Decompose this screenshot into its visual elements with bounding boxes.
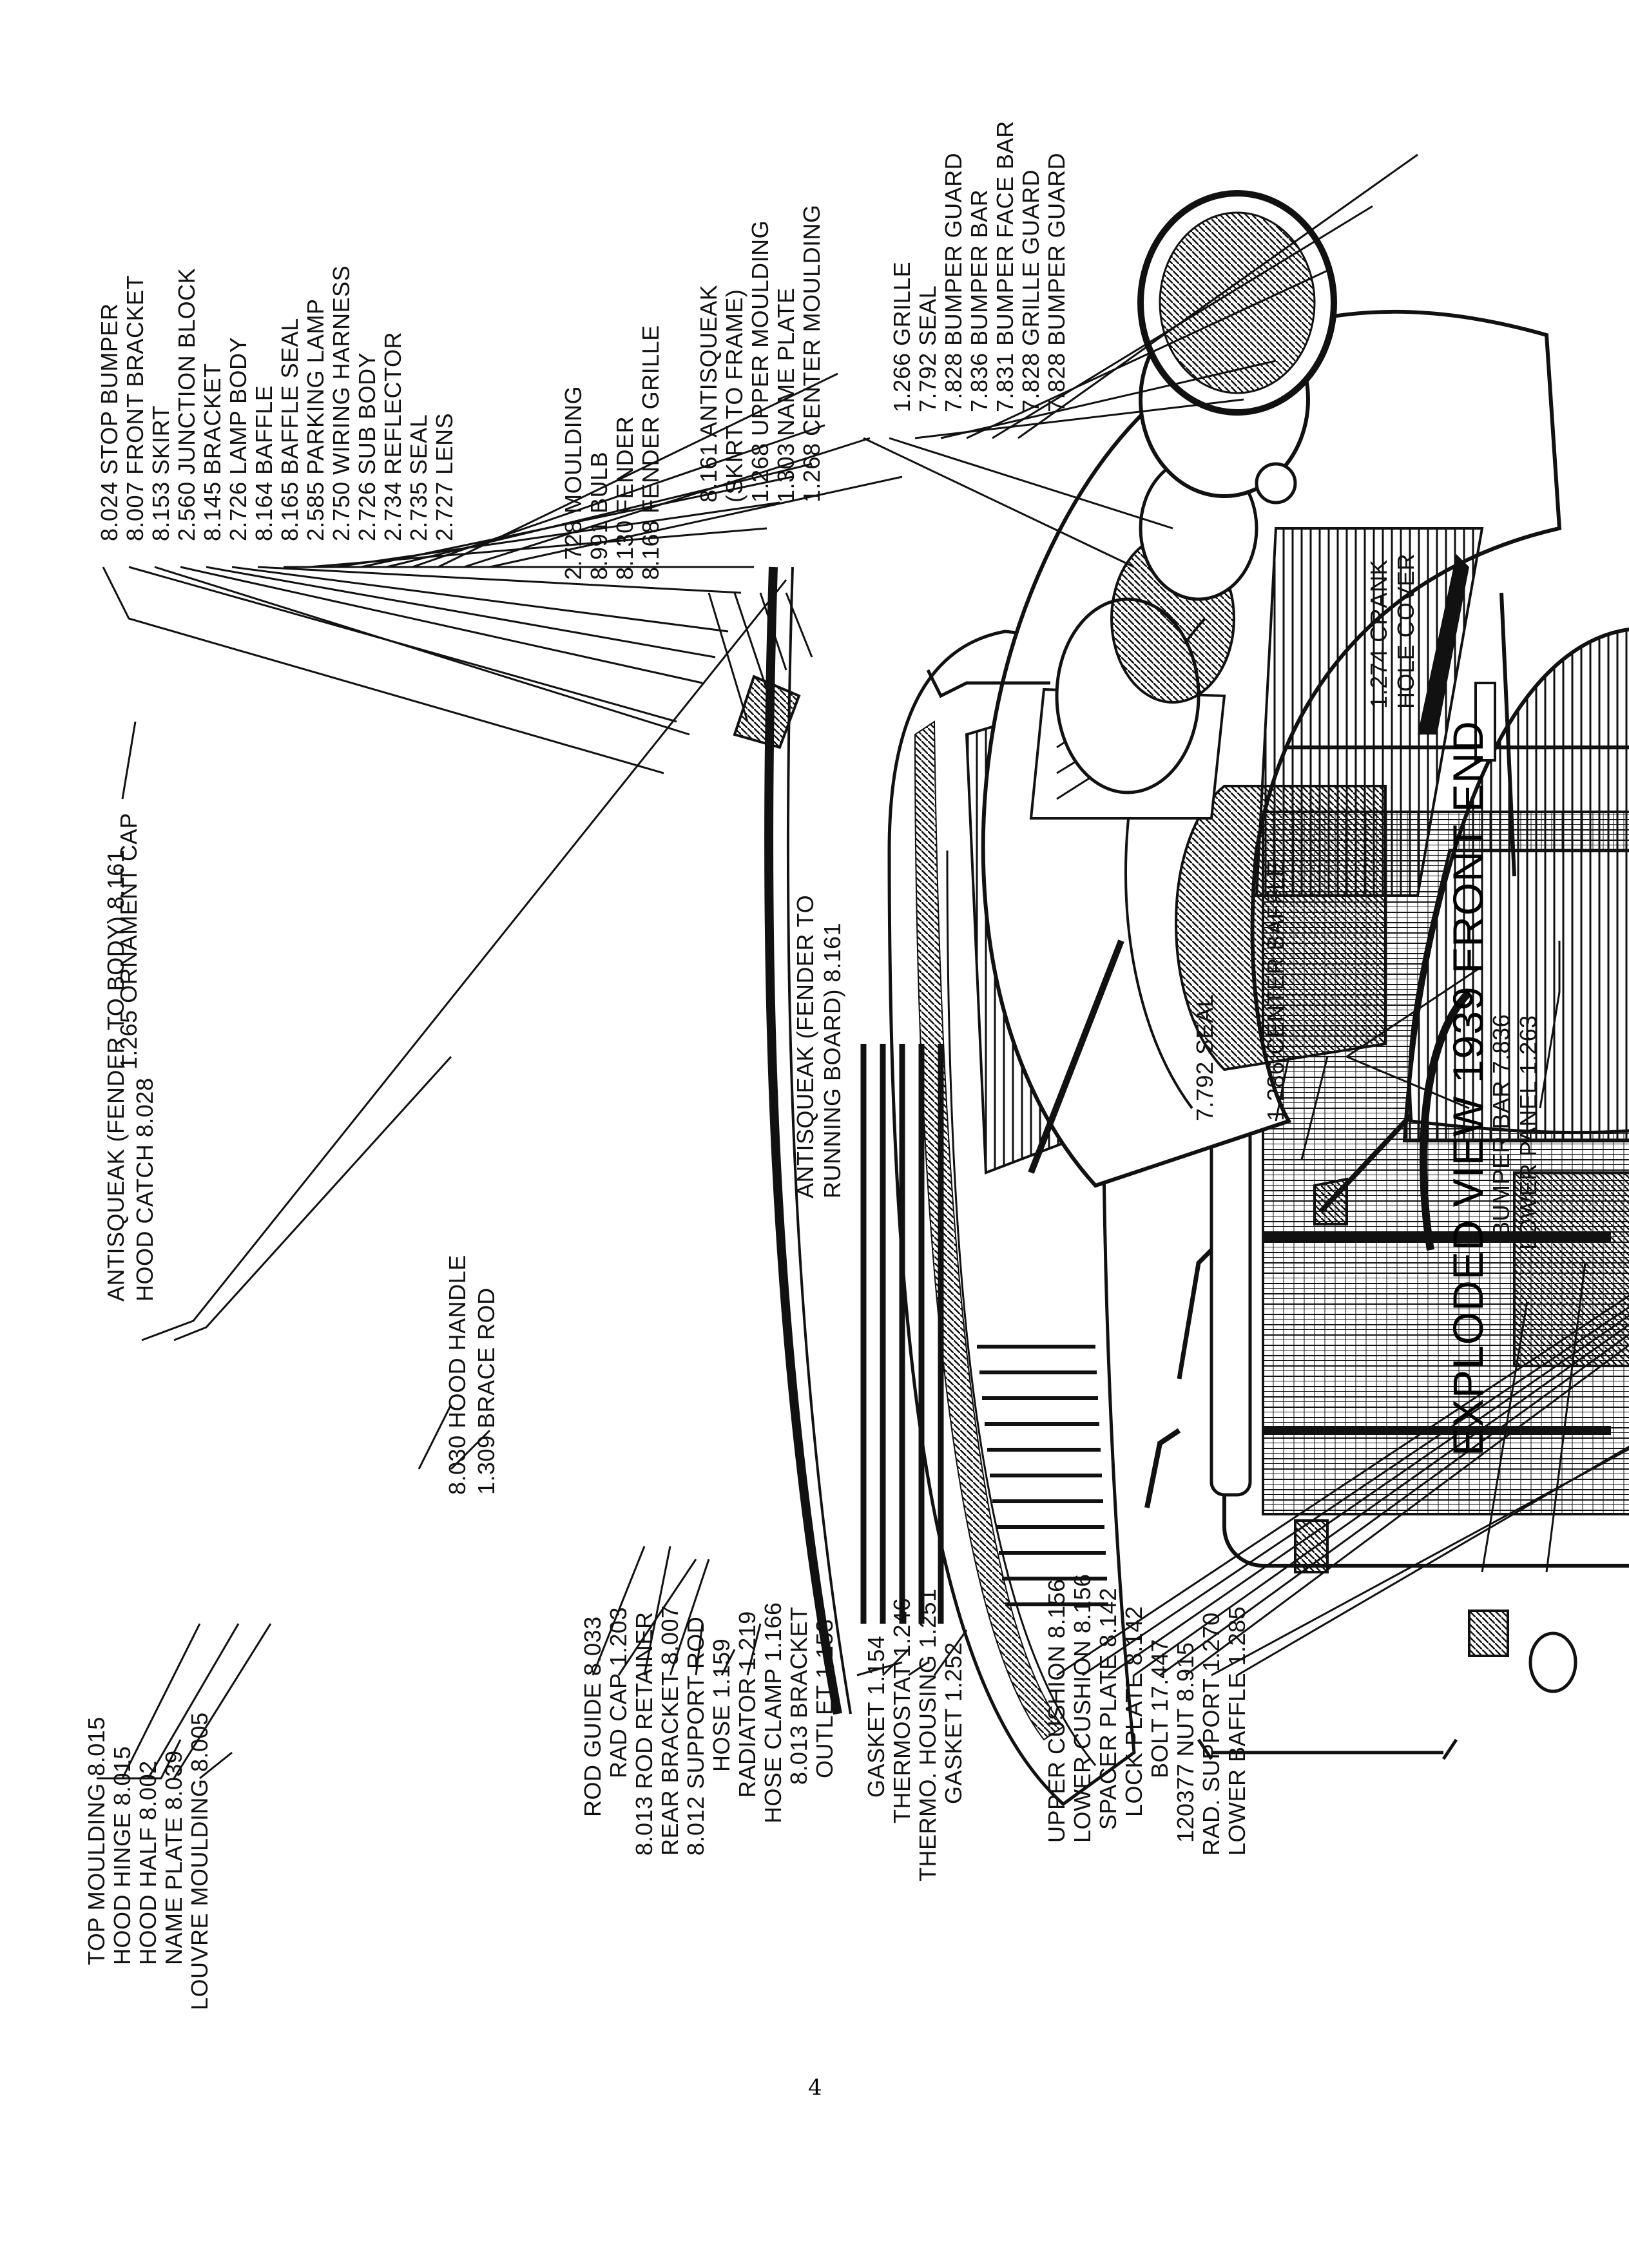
- label-brace-rod: 1.309 BRACE ROD: [473, 1287, 499, 1495]
- page-number: 4: [808, 2075, 822, 2100]
- label-gasket-1252: GASKET 1.252: [940, 1642, 967, 1804]
- label-name-plate-hood: NAME PLATE 8.039: [160, 1750, 187, 1965]
- label-rad-support: RAD. SUPPORT 1.270: [1198, 1612, 1224, 1856]
- page-title: EXPLODED VIEW 1939 FRONT END: [1444, 720, 1492, 1456]
- label-upper-moulding: 1.268 UPPER MOULDING: [747, 220, 773, 503]
- label-center-baffle: 1.286 CENTER BAFFLE: [1262, 861, 1289, 1121]
- label-front-bracket: 8.007 FRONT BRACKET: [122, 275, 148, 541]
- label-lock-plate: LOCK PLATE 8.142: [1121, 1606, 1147, 1818]
- grille-drawing: [1402, 554, 1629, 1142]
- label-radiator: RADIATOR 1.219: [734, 1611, 760, 1798]
- label-rod-guide: ROD GUIDE 8.033: [579, 1616, 606, 1817]
- label-baffle-seal: 8.165 BAFFLE SEAL: [276, 318, 303, 541]
- label-grille-guard: 7.828 GRILLE GUARD: [1017, 169, 1044, 412]
- label-antisqueak-running-2: RUNNING BOARD) 8.161: [819, 922, 845, 1198]
- label-outlet: OUTLET 1.153: [811, 1619, 838, 1778]
- label-hose-clamp: HOSE CLAMP 1.166: [760, 1602, 786, 1824]
- label-gasket-1154: GASKET 1.154: [863, 1635, 889, 1798]
- label-bumper-bar-lower: BUMPER BAR 7.836: [1488, 1014, 1514, 1237]
- label-name-plate: 1.303 NAME PLATE: [773, 287, 799, 503]
- label-rad-cap: RAD CAP 1.203: [605, 1607, 631, 1778]
- label-bracket-8013: 8.013 BRACKET: [786, 1606, 812, 1785]
- label-upper-cushion: UPPER CUSHION 8.156: [1043, 1579, 1070, 1843]
- label-lamp-body: 2.726 LAMP BODY: [225, 337, 251, 541]
- parking-lamp-drawing: [926, 190, 1337, 794]
- label-baffle: 8.164 BAFFLE: [251, 385, 277, 541]
- label-hood-half: HOOD HALF 8.002: [135, 1760, 161, 1965]
- label-antisqueak-frame-1: 8.161 ANTISQUEAK: [695, 284, 722, 503]
- label-junction-block: 2.560 JUNCTION BLOCK: [173, 267, 200, 541]
- label-center-moulding: 1.268 CENTER MOULDING: [798, 204, 825, 503]
- bumper-drawing: [1313, 989, 1629, 1367]
- label-lower-panel: LOWER PANEL 1.263: [1515, 1015, 1541, 1250]
- label-thermostat: THERMOSTAT 1.246: [889, 1597, 915, 1823]
- label-crank-1: 1.274 CRANK: [1365, 559, 1392, 709]
- label-fender: 8.130 FENDER: [612, 416, 638, 580]
- label-ornament-cap: 1.265 ORNAMENT CAP: [115, 812, 142, 1070]
- label-rod-retainer: 8.013 ROD RETAINER: [631, 1611, 657, 1856]
- label-bracket-8145: 8.145 BRACKET: [199, 363, 226, 541]
- label-stop-bumper: 8.024 STOP BUMPER: [96, 303, 122, 541]
- label-seal-lower: 7.792 SEAL: [1191, 994, 1218, 1121]
- label-wiring-harness: 2.750 WIRING HARNESS: [328, 265, 354, 541]
- label-rear-bracket: REAR BRACKET 8.007: [657, 1605, 683, 1856]
- label-fender-grille: 8.168 FENDER GRILLE: [637, 325, 664, 580]
- label-lower-cushion: LOWER CUSHION 8.156: [1069, 1573, 1095, 1843]
- label-louvre-moulding: LOUVRE MOULDING 8.005: [186, 1712, 213, 2010]
- label-bolt: BOLT 17.447: [1146, 1639, 1173, 1778]
- label-seal-2735: 2.735 SEAL: [405, 414, 432, 541]
- label-hood-hinge: HOOD HINGE 8.015: [109, 1745, 135, 1965]
- label-hood-catch: HOOD CATCH 8.028: [131, 1077, 158, 1302]
- label-skirt: 8.153 SKIRT: [148, 405, 174, 541]
- label-lower-baffle: LOWER BAFFLE 1.285: [1224, 1606, 1250, 1856]
- label-thermo-housing: THERMO. HOUSING 1.251: [914, 1588, 941, 1881]
- label-sub-body: 2.726 SUB BODY: [354, 352, 380, 541]
- label-moulding: 2.728 MOULDING: [560, 385, 586, 580]
- label-bulb: 8.991 BULB: [586, 451, 612, 580]
- label-hose: HOSE 1.159: [708, 1638, 735, 1772]
- label-reflector: 2.734 REFLECTOR: [380, 332, 406, 541]
- label-bumper-guard-2: 7.828 BUMPER GUARD: [1043, 152, 1070, 412]
- label-antisqueak-running-1: ANTISQUEAK (FENDER TO: [792, 894, 818, 1198]
- label-parking-lamp: 2.585 PARKING LAMP: [302, 298, 329, 542]
- label-nut: 120377 NUT 8.915: [1172, 1642, 1199, 1843]
- label-bumper-bar: 7.836 BUMPER BAR: [966, 189, 992, 412]
- label-support-rod: 8.012 SUPPORT ROD: [682, 1616, 709, 1856]
- label-lens: 2.727 LENS: [431, 412, 458, 541]
- fender-drawing: [981, 309, 1562, 1213]
- label-bumper-guard-1: 7.828 BUMPER GUARD: [940, 152, 967, 412]
- label-spacer-plate: SPACER PLATE 8.142: [1095, 1588, 1121, 1830]
- label-top-moulding: TOP MOULDING 8.015: [83, 1716, 110, 1965]
- label-crank-2: HOLE COVER: [1393, 553, 1419, 709]
- label-antisqueak-frame-2: (SKIRT TO FRAME): [721, 289, 747, 503]
- label-grille: 1.266 GRILLE: [889, 261, 915, 412]
- label-hood-handle: 8.030 HOOD HANDLE: [444, 1254, 470, 1495]
- leader-lines: [97, 153, 1629, 1780]
- label-bumper-face-bar: 7.831 BUMPER FACE BAR: [992, 120, 1018, 412]
- label-seal-7792: 7.792 SEAL: [914, 285, 941, 412]
